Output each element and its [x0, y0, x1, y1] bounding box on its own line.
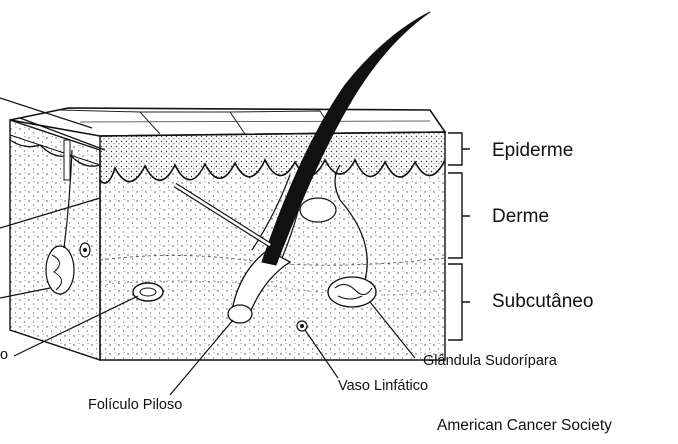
source-credit: American Cancer Society [437, 417, 612, 435]
callout-label-hair-follicle: Folículo Piloso [88, 397, 182, 413]
callout-label-truncated: o [0, 347, 8, 363]
layer-brackets [448, 133, 470, 340]
layer-label-epidermis: Epiderme [492, 140, 573, 162]
layer-label-subcutaneous: Subcutâneo [492, 291, 593, 313]
layer-label-dermis: Derme [492, 206, 549, 228]
callout-label-lymph-vessel: Vaso Linfático [338, 378, 428, 394]
skin-left-face [10, 120, 100, 360]
callout-label-sweat-gland: Glândula Sudorípara [423, 353, 557, 369]
